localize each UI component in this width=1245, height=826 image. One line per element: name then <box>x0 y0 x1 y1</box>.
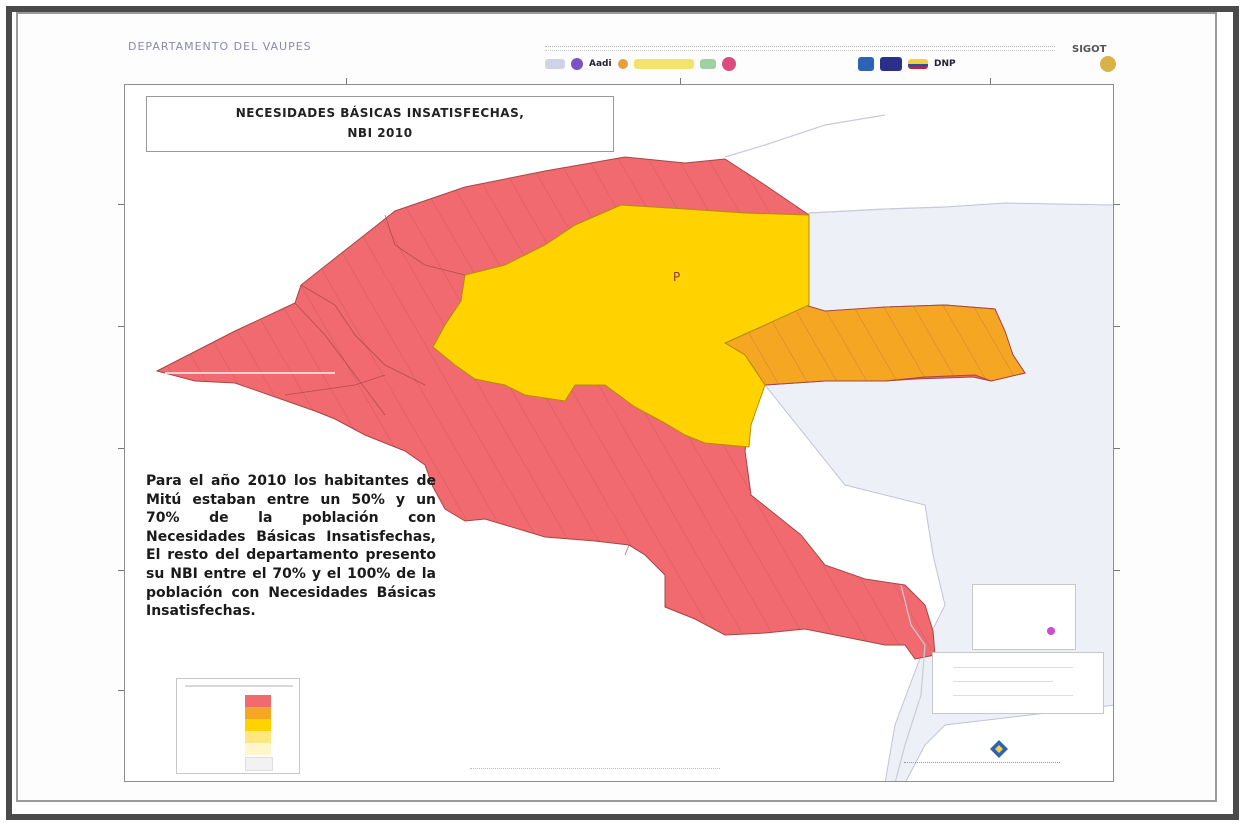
grid-tick <box>680 78 681 84</box>
partner-logos-right: DNP <box>858 56 956 72</box>
emblem-icon <box>617 59 628 69</box>
legend-heading-line <box>185 685 293 687</box>
legend-swatch-1 <box>245 695 271 707</box>
igac-logo-icon <box>988 738 1010 760</box>
partner-logo-blue <box>858 57 874 71</box>
map-info-box <box>932 652 1104 714</box>
region-orange-hatch <box>725 305 1025 385</box>
nbi-map: P <box>155 114 1113 781</box>
map-area: P <box>124 84 1114 782</box>
aadi-logo-icon <box>571 58 583 70</box>
coat-of-arms-icon <box>1100 56 1116 72</box>
footer-fine-print <box>470 768 720 771</box>
grid-tick <box>346 78 347 84</box>
logo-placeholder <box>545 59 565 69</box>
partner-logo-dark <box>880 57 902 71</box>
aadi-logo-text: Aadi <box>589 59 612 69</box>
partner-logo-green <box>699 59 716 69</box>
nbi-description: Para el año 2010 los habitantes de Mitú … <box>146 473 436 620</box>
info-line <box>953 695 1073 696</box>
grid-tick <box>118 690 124 691</box>
grid-tick <box>118 448 124 449</box>
legend-swatch-3 <box>245 719 271 731</box>
map-title-line2: NBI 2010 <box>347 126 413 140</box>
sigot-label: SIGOT <box>1072 44 1107 55</box>
department-name: DEPARTAMENTO DEL VAUPES <box>128 40 312 53</box>
grid-tick <box>1114 326 1120 327</box>
map-title-line1: NECESIDADES BÁSICAS INSATISFECHAS, <box>235 106 525 120</box>
location-marker-icon <box>1047 627 1055 635</box>
legend-box <box>176 678 300 774</box>
partner-logo-yellow <box>633 59 694 69</box>
header-fine-print <box>545 46 1055 51</box>
grid-tick <box>118 204 124 205</box>
mitu-label: P <box>673 270 680 284</box>
grid-tick <box>1114 204 1120 205</box>
info-line <box>953 667 1073 668</box>
hatch-overlay <box>157 157 1025 659</box>
partner-logo-circle <box>721 57 736 71</box>
region-mitu-yellow <box>432 204 810 448</box>
info-line <box>953 681 1053 682</box>
grid-tick <box>1114 448 1120 449</box>
grid-tick <box>118 326 124 327</box>
grid-tick <box>118 570 124 571</box>
partner-logos-left: Aadi <box>545 56 736 72</box>
igac-credit-line <box>904 762 1060 765</box>
legend-swatch-5 <box>245 743 271 755</box>
legend-swatch-4 <box>245 731 271 743</box>
grid-tick <box>1114 570 1120 571</box>
location-inset-map <box>972 584 1076 650</box>
dnp-logo-text: DNP <box>934 59 956 69</box>
colombia-flag-icon <box>908 59 928 69</box>
grid-tick <box>990 78 991 84</box>
river-line <box>724 114 946 781</box>
legend-swatch-2 <box>245 707 271 719</box>
map-title-box: NECESIDADES BÁSICAS INSATISFECHAS, NBI 2… <box>146 96 614 152</box>
internal-boundaries <box>284 214 630 556</box>
legend-swatch-6 <box>245 757 273 771</box>
